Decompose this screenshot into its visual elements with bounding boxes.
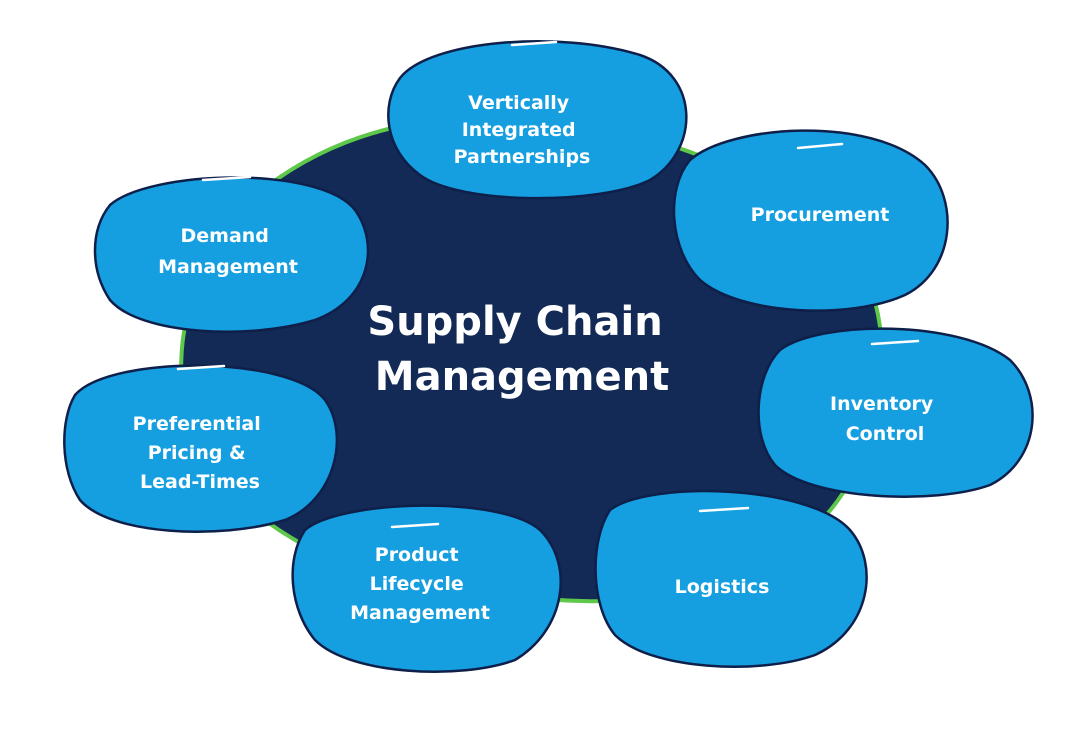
bubble-shape bbox=[672, 129, 949, 312]
bubble-label: Procurement bbox=[751, 204, 890, 226]
bubble-shape bbox=[387, 40, 688, 200]
bubble-label-line: Logistics bbox=[675, 576, 770, 598]
bubble-label: Product Lifecycle Management bbox=[350, 544, 490, 624]
bubble-label-line: Partnerships bbox=[454, 146, 591, 168]
center-title: Supply Chain Management bbox=[367, 299, 676, 400]
bubble-label-line: Lifecycle bbox=[370, 573, 464, 595]
bubble-label-line: Demand bbox=[180, 225, 268, 247]
bubble-shape bbox=[93, 176, 370, 333]
center-title-line-1: Supply Chain bbox=[367, 299, 662, 345]
bubble-highlight bbox=[176, 364, 226, 371]
bubble-highlight bbox=[870, 339, 920, 346]
bubble-label: Preferential Pricing & Lead-Times bbox=[133, 413, 268, 493]
bubble-label-line: Management bbox=[350, 602, 490, 624]
bubble-logistics: Logistics bbox=[594, 489, 868, 668]
bubble-shape bbox=[291, 504, 562, 673]
bubble-label-line: Pricing & bbox=[148, 442, 246, 464]
bubble-label: Inventory Control bbox=[830, 393, 940, 445]
bubble-highlight bbox=[796, 142, 844, 150]
bubble-procurement: Procurement bbox=[672, 129, 949, 312]
bubble-label-line: Integrated bbox=[462, 119, 576, 141]
bubble-label-line: Control bbox=[846, 423, 925, 445]
bubble-label-line: Product bbox=[375, 544, 459, 566]
bubble-label-line: Vertically bbox=[468, 92, 570, 114]
bubble-label-line: Lead-Times bbox=[140, 471, 260, 493]
bubble-vertically-integrated-partnerships: Vertically Integrated Partnerships bbox=[387, 40, 688, 200]
bubble-label-line: Inventory bbox=[830, 393, 934, 415]
bubble-preferential-pricing-lead-times: Preferential Pricing & Lead-Times bbox=[63, 364, 339, 533]
bubble-highlight bbox=[510, 40, 558, 47]
bubble-highlight bbox=[201, 175, 252, 182]
bubble-label-line: Management bbox=[158, 256, 298, 278]
bubble-shape bbox=[757, 327, 1034, 498]
bubble-highlight bbox=[698, 506, 750, 513]
bubble-label: Demand Management bbox=[158, 225, 298, 278]
bubble-highlight bbox=[390, 522, 440, 529]
bubble-label: Logistics bbox=[675, 576, 770, 598]
bubble-demand-management: Demand Management bbox=[93, 175, 370, 333]
bubble-label-line: Procurement bbox=[751, 204, 890, 226]
bubble-shape bbox=[594, 489, 868, 668]
bubble-inventory-control: Inventory Control bbox=[757, 327, 1034, 498]
center-title-line-2: Management bbox=[375, 354, 669, 400]
bubble-product-lifecycle-management: Product Lifecycle Management bbox=[291, 504, 562, 673]
bubble-label: Vertically Integrated Partnerships bbox=[454, 92, 591, 168]
bubble-label-line: Preferential bbox=[133, 413, 261, 435]
